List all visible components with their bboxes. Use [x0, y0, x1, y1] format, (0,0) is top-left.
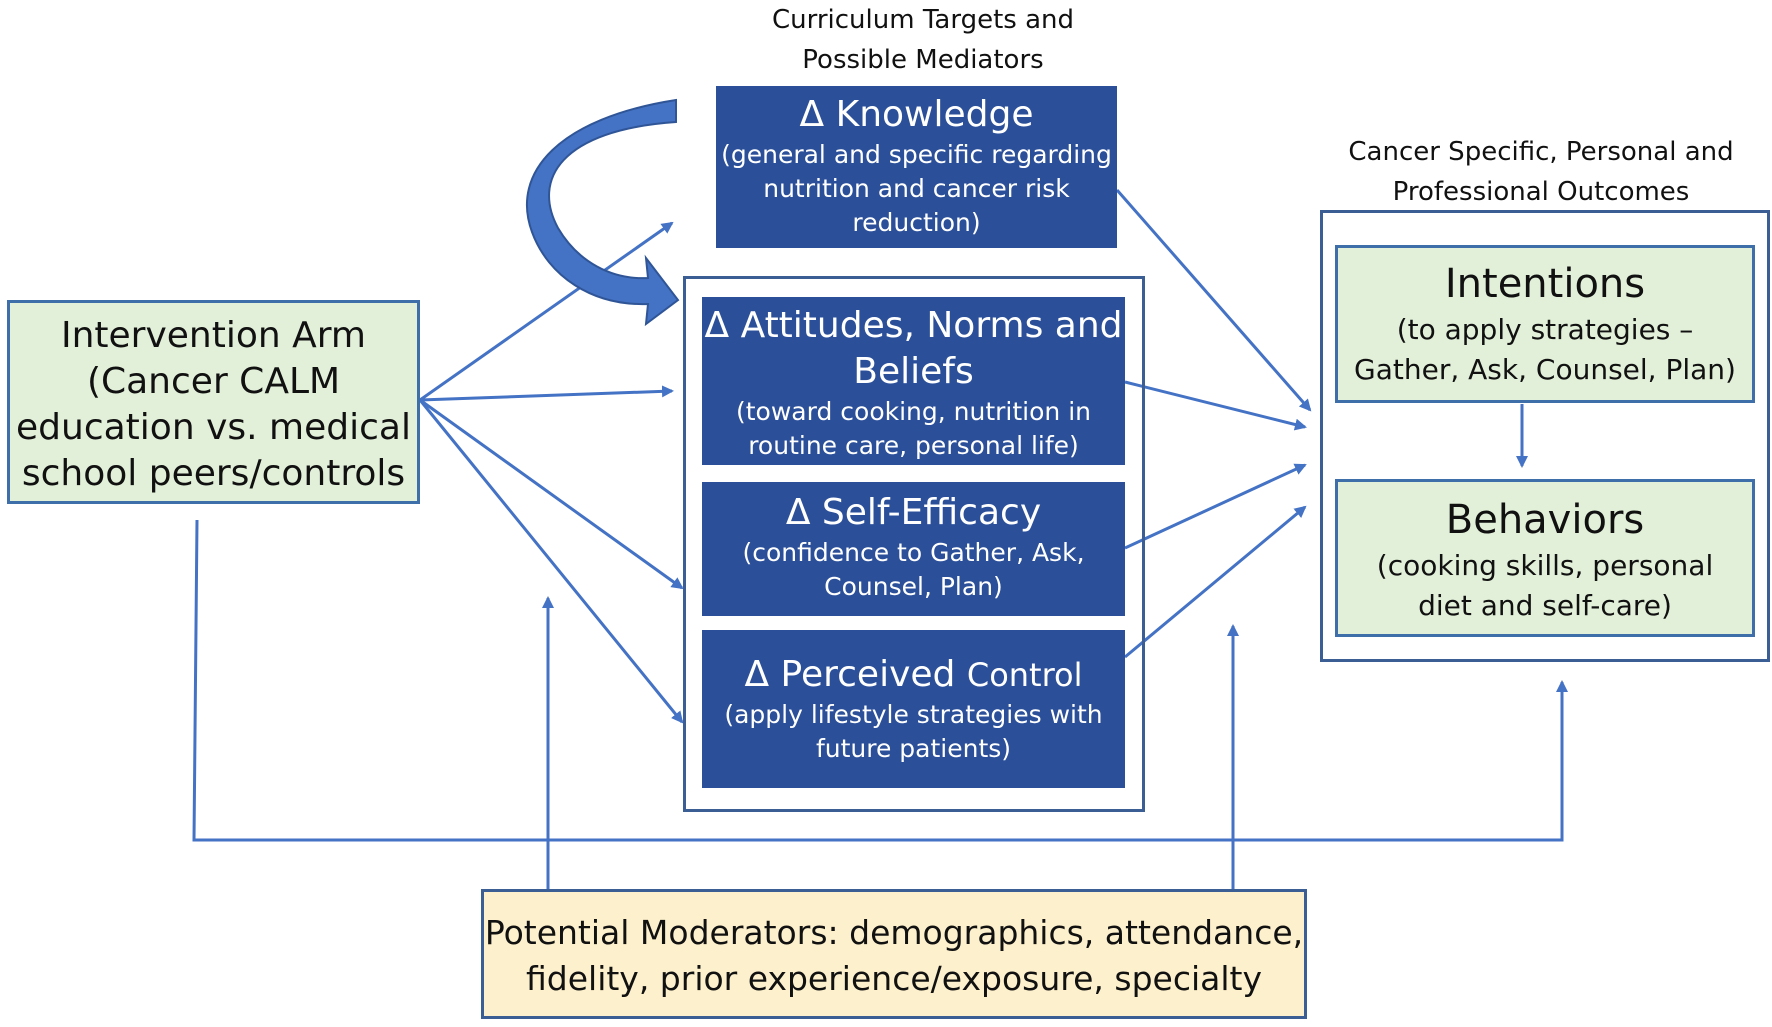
arrow-self-efficacy-outcomes: [1124, 463, 1307, 550]
curved-arrow-knowledge-attitudes: [526, 98, 680, 327]
perceived-control-box: Δ Perceived Control (apply lifestyle str…: [702, 630, 1125, 788]
behaviors-title: Behaviors: [1445, 497, 1645, 543]
perceived-control-title: Δ Perceived Control: [702, 652, 1125, 698]
outcomes-header: Cancer Specific, Personal and Profession…: [1318, 132, 1764, 212]
self-efficacy-title: Δ Self-Efficacy: [785, 492, 1042, 533]
outcomes-frame: [1320, 210, 1770, 662]
arrow-intervention-self-efficacy: [419, 398, 684, 590]
intervention-line2: education vs. medical: [16, 407, 411, 448]
arrow-intervention-knowledge: [419, 221, 674, 402]
knowledge-line3: reduction): [852, 208, 981, 237]
behaviors-line1: (cooking skills, personal: [1376, 549, 1714, 582]
outcomes-header-line1: Cancer Specific, Personal and: [1348, 137, 1734, 167]
arrow-attitudes-outcomes: [1124, 380, 1307, 431]
moderators-line2: fidelity, prior experience/exposure, spe…: [525, 959, 1262, 998]
knowledge-title: Δ Knowledge: [799, 94, 1034, 135]
perceived-control-title-a: Δ Perceived: [744, 654, 956, 695]
intentions-line2: Gather, Ask, Counsel, Plan): [1354, 353, 1736, 386]
attitudes-title2: Beliefs: [853, 351, 974, 392]
arrow-knowledge-outcomes: [1115, 189, 1312, 412]
intervention-line1: (Cancer CALM: [86, 361, 341, 402]
perceived-control-line1: (apply lifestyle strategies with: [724, 700, 1103, 729]
intervention-arm-box: Intervention Arm (Cancer CALM education …: [7, 300, 420, 504]
intentions-title: Intentions: [1444, 261, 1646, 307]
behaviors-box: Behaviors (cooking skills, personal diet…: [1335, 479, 1755, 637]
intentions-box: Intentions (to apply strategies – Gather…: [1335, 245, 1755, 403]
mediators-header: Curriculum Targets and Possible Mediator…: [700, 0, 1146, 80]
attitudes-box: Δ Attitudes, Norms and Beliefs (toward c…: [702, 297, 1125, 465]
intervention-line3: school peers/controls: [21, 453, 406, 494]
behaviors-line2: diet and self-care): [1418, 589, 1672, 622]
arrow-intervention-perceived-control: [418, 399, 684, 724]
intervention-title: Intervention Arm: [60, 315, 367, 356]
self-efficacy-line1: (confidence to Gather, Ask,: [742, 538, 1085, 567]
mediators-header-line2: Possible Mediators: [802, 45, 1044, 75]
outcomes-header-line2: Professional Outcomes: [1392, 177, 1690, 207]
perceived-control-line2: future patients): [815, 734, 1012, 763]
arrow-perceived-control-outcomes: [1124, 505, 1307, 659]
mediators-frame: [683, 276, 1145, 812]
arrow-intervention-attitudes: [419, 385, 674, 402]
attitudes-title1: Δ Attitudes, Norms and: [704, 305, 1123, 346]
moderators-line1: Potential Moderators: demographics, atte…: [484, 913, 1304, 952]
knowledge-line1: (general and specific regarding: [721, 140, 1112, 169]
attitudes-line2: routine care, personal life): [748, 431, 1079, 460]
moderators-box: Potential Moderators: demographics, atte…: [481, 889, 1307, 1019]
knowledge-line2: nutrition and cancer risk: [763, 174, 1070, 203]
perceived-control-title-b: Control: [966, 656, 1083, 694]
path-intervention-direct: [192, 519, 1568, 842]
knowledge-box: Δ Knowledge (general and specific regard…: [716, 86, 1117, 248]
self-efficacy-box: Δ Self-Efficacy (confidence to Gather, A…: [702, 482, 1125, 616]
attitudes-line1: (toward cooking, nutrition in: [736, 397, 1091, 426]
mediators-header-line1: Curriculum Targets and: [771, 5, 1074, 35]
intentions-line1: (to apply strategies –: [1396, 313, 1694, 346]
self-efficacy-line2: Counsel, Plan): [824, 572, 1003, 601]
